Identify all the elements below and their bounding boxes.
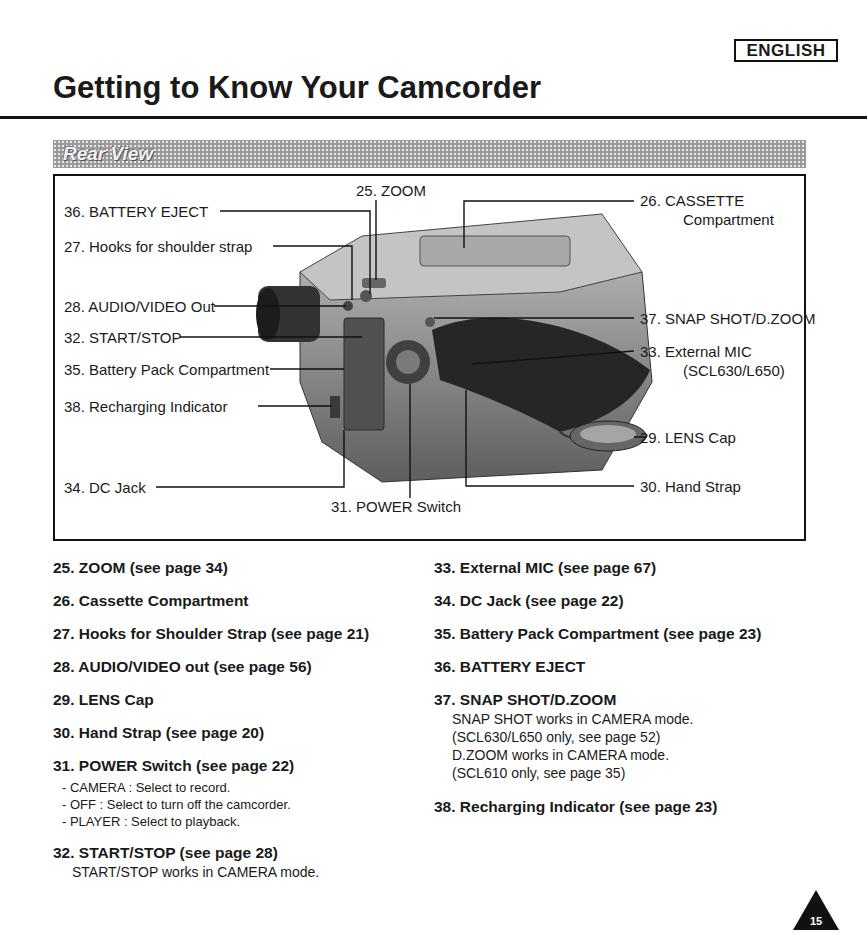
item-heading: 36. BATTERY EJECT <box>434 657 585 677</box>
leader-line <box>273 246 352 300</box>
recharging-indicator <box>330 396 340 418</box>
item-note: - OFF : Select to turn off the camcorder… <box>62 796 291 813</box>
leader-line <box>466 390 634 486</box>
item-note: (SCL630/L650 only, see page 52) <box>452 728 660 746</box>
leader-line <box>472 351 634 364</box>
page-number-triangle: 15 <box>793 890 839 930</box>
hand-strap <box>432 318 650 432</box>
item-note: START/STOP works in CAMERA mode. <box>72 863 319 881</box>
eyecup <box>256 288 280 340</box>
item-note: SNAP SHOT works in CAMERA mode. <box>452 710 693 728</box>
item-heading: 32. START/STOP (see page 28) <box>53 843 278 863</box>
section-band: Rear View <box>53 140 806 168</box>
leader-line <box>156 430 344 487</box>
callout-label: 28. AUDIO/VIDEO Out <box>64 297 215 316</box>
leader-line <box>375 200 376 280</box>
callout-label: 26. CASSETTE Compartment <box>640 191 805 229</box>
callout-label: 29. LENS Cap <box>640 428 736 447</box>
leader-line <box>214 305 346 306</box>
callout-label: 32. START/STOP <box>64 328 182 347</box>
power-dial <box>386 340 430 384</box>
leader-line <box>434 317 634 318</box>
item-heading: 38. Recharging Indicator (see page 23) <box>434 797 717 817</box>
lens-cap-face <box>580 425 636 443</box>
callout-label: 37. SNAP SHOT/D.ZOOM <box>640 309 816 328</box>
item-heading: 26. Cassette Compartment <box>53 591 249 611</box>
callout-label: 38. Recharging Indicator <box>64 397 227 416</box>
item-note: - PLAYER : Select to playback. <box>62 813 240 830</box>
item-heading: 29. LENS Cap <box>53 690 154 710</box>
callout-label: 34. DC Jack <box>64 478 146 497</box>
cassette-lid <box>420 236 570 266</box>
lens-cap <box>570 421 646 451</box>
leader-line <box>258 405 332 406</box>
leader-line <box>180 336 362 337</box>
node-text: ENGLISH <box>746 41 825 61</box>
leader-line <box>464 201 634 248</box>
callout-label: 25. ZOOM <box>356 181 426 200</box>
snapshot-button <box>425 317 435 327</box>
item-heading: 37. SNAP SHOT/D.ZOOM <box>434 690 616 710</box>
node-text: 15 <box>793 915 839 927</box>
item-note: - CAMERA : Select to record. <box>62 779 230 796</box>
callout-label: 36. BATTERY EJECT <box>64 202 208 221</box>
item-heading: 34. DC Jack (see page 22) <box>434 591 624 611</box>
item-note: (SCL610 only, see page 35) <box>452 764 625 782</box>
battery-pack <box>344 318 384 430</box>
callout-label: 35. Battery Pack Compartment <box>64 360 269 379</box>
item-heading: 35. Battery Pack Compartment (see page 2… <box>434 624 761 644</box>
callout-label: 31. POWER Switch <box>331 497 461 516</box>
power-dial-center <box>396 350 420 374</box>
title-rule <box>0 116 867 119</box>
language-tab: ENGLISH <box>734 39 838 62</box>
page-title: Getting to Know Your Camcorder <box>53 70 541 106</box>
item-heading: 31. POWER Switch (see page 22) <box>53 756 294 776</box>
item-heading: 28. AUDIO/VIDEO out (see page 56) <box>53 657 312 677</box>
leader-line <box>409 384 410 498</box>
callout-label: 30. Hand Strap <box>640 477 741 496</box>
item-heading: 30. Hand Strap (see page 20) <box>53 723 264 743</box>
callout-label: 27. Hooks for shoulder strap <box>64 237 252 256</box>
triangle-fill <box>793 890 839 930</box>
callout-label: 33. External MIC (SCL630/L650) <box>640 342 805 380</box>
leader-line <box>270 368 344 369</box>
item-heading: 25. ZOOM (see page 34) <box>53 558 228 578</box>
item-note: D.ZOOM works in CAMERA mode. <box>452 746 669 764</box>
item-heading: 27. Hooks for Shoulder Strap (see page 2… <box>53 624 369 644</box>
node-text: Rear View <box>63 143 153 165</box>
item-heading: 33. External MIC (see page 67) <box>434 558 656 578</box>
zoom-lever <box>362 278 386 288</box>
